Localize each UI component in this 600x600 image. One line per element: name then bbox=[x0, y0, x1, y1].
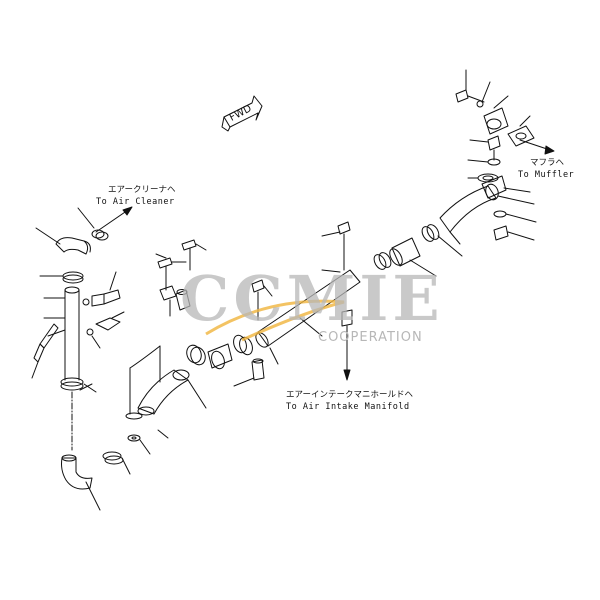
right-muffler-assembly bbox=[439, 69, 555, 245]
middle-left-assembly bbox=[79, 239, 207, 475]
intake-label-jp: エアーインテークマニホールドヘ bbox=[286, 390, 413, 400]
air-cleaner-label-jp: エアークリーナヘ bbox=[108, 185, 176, 195]
muffler-label-en: To Muffler bbox=[518, 170, 575, 180]
air-cleaner-arrow-icon bbox=[77, 206, 133, 241]
air-cleaner-label-en: To Air Cleaner bbox=[96, 197, 175, 207]
left-pipe-assembly bbox=[31, 227, 125, 511]
center-pipe-assembly bbox=[186, 221, 463, 387]
watermark-swoosh bbox=[205, 299, 345, 342]
muffler-label-jp: マフラヘ bbox=[530, 158, 565, 168]
watermark-brand: CCMIE bbox=[180, 262, 444, 335]
intake-label-en: To Air Intake Manifold bbox=[286, 402, 410, 412]
watermark-subtitle: COOPERATION bbox=[318, 330, 423, 345]
fwd-arrow-icon bbox=[221, 95, 263, 132]
